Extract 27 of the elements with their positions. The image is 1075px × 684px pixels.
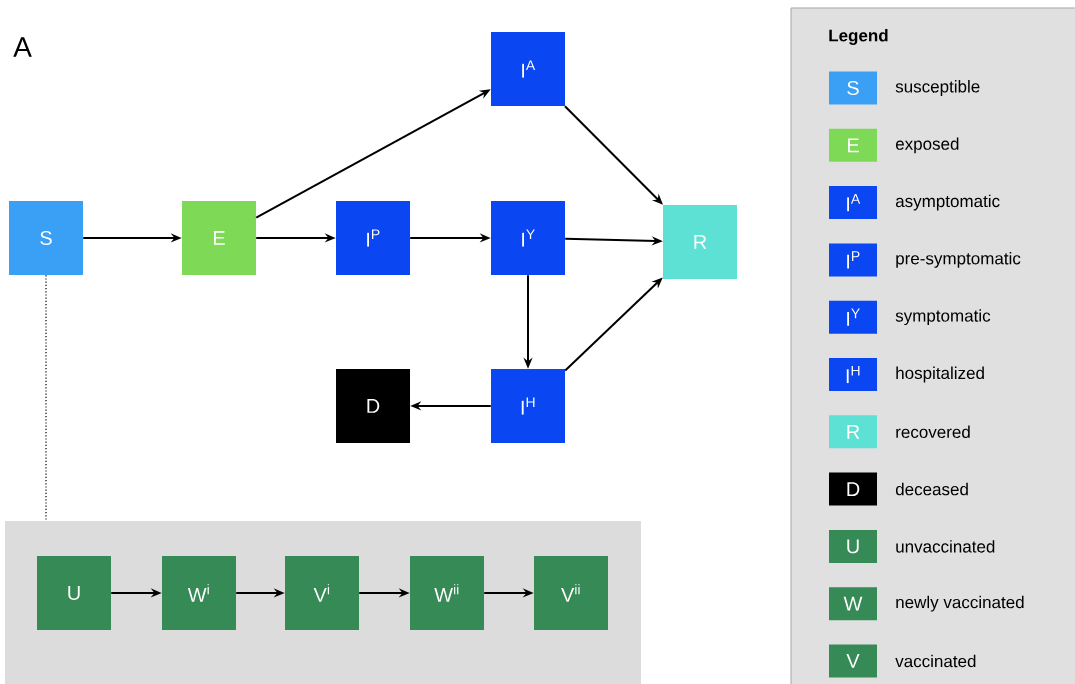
compartment-box: I$^{Y}$ bbox=[491, 201, 565, 275]
legend-text: newly vaccinated bbox=[896, 595, 1024, 612]
compartment-box: R bbox=[663, 205, 737, 279]
compartment-box: I$^{H}$ bbox=[491, 369, 565, 443]
legend-text: exposed bbox=[895, 137, 959, 154]
vaccination-box: U bbox=[37, 556, 111, 630]
legend-text: susceptible bbox=[895, 80, 980, 96]
panel-letter: A bbox=[13, 37, 32, 57]
legend-text: vaccinated bbox=[895, 654, 976, 668]
vaccination-box: W$^{ii}$ bbox=[410, 556, 484, 630]
compartment-box: E bbox=[182, 201, 256, 275]
compartment-box: I$^{A}$ bbox=[491, 32, 565, 106]
compartment-box: I$^{P}$ bbox=[336, 201, 410, 275]
vaccination-box: W$^{i}$ bbox=[162, 556, 236, 630]
legend-text: unvaccinated bbox=[896, 540, 995, 553]
legend-text: deceased bbox=[895, 482, 968, 496]
legend-text: symptomatic bbox=[895, 309, 991, 326]
legend-text: asymptomatic bbox=[895, 194, 1000, 211]
legend-text: recovered bbox=[896, 425, 970, 439]
vaccination-box: V$^{i}$ bbox=[285, 556, 359, 630]
legend-title: Legend bbox=[829, 29, 888, 45]
legend-text: hospitalized bbox=[896, 366, 984, 383]
compartment-box: D bbox=[336, 369, 410, 443]
legend-text: pre-symptomatic bbox=[896, 252, 1021, 268]
vaccination-box: V$^{ii}$ bbox=[534, 556, 608, 630]
compartment-box: S bbox=[9, 201, 83, 275]
dotted-line bbox=[45, 274, 47, 522]
